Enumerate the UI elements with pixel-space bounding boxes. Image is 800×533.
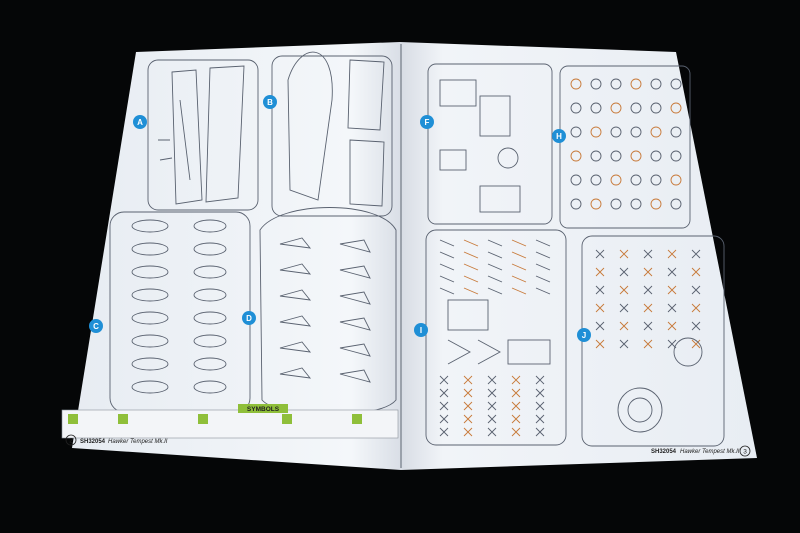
svg-text:D: D <box>246 314 252 323</box>
sprue-label-j: J <box>577 328 591 342</box>
sprue-d <box>259 207 397 416</box>
left-footer-title: Hawker Tempest Mk.II <box>108 439 168 445</box>
sprue-i <box>425 229 567 446</box>
svg-text:B: B <box>267 98 273 107</box>
svg-text:C: C <box>93 322 99 331</box>
svg-text:H: H <box>556 132 562 141</box>
left-page <box>72 42 401 470</box>
right-footer: SH32054 Hawker Tempest Mk.II 3 <box>651 445 751 457</box>
sprue-j <box>581 235 725 447</box>
sprue-c <box>109 211 251 413</box>
svg-text:I: I <box>420 326 422 335</box>
right-page-number: 3 <box>743 449 747 456</box>
sprue-a <box>147 59 259 211</box>
sprue-label-f: F <box>420 115 434 129</box>
left-footer: 2 SH32054 Hawker Tempest Mk.II <box>65 434 168 446</box>
sprue-label-a: A <box>133 115 147 129</box>
right-page <box>400 42 757 470</box>
svg-text:A: A <box>137 118 143 127</box>
sprue-label-c: C <box>89 319 103 333</box>
svg-text:F: F <box>425 118 430 127</box>
svg-text:J: J <box>582 331 586 340</box>
sprue-label-b: B <box>263 95 277 109</box>
left-footer-code: SH32054 <box>80 439 106 445</box>
sprue-h <box>559 65 691 229</box>
left-page-number: 2 <box>69 438 73 445</box>
sprue-b <box>271 51 393 217</box>
right-footer-title: Hawker Tempest Mk.II <box>680 449 740 455</box>
sprue-label-i: I <box>414 323 428 337</box>
symbols-heading: SYMBOLS <box>247 406 280 413</box>
sprue-f <box>427 63 553 225</box>
sprue-badges: A B C D F H I J <box>89 95 591 342</box>
sprue-label-d: D <box>242 311 256 325</box>
sprue-label-h: H <box>552 129 566 143</box>
symbols-legend: SYMBOLS <box>61 404 399 439</box>
right-footer-code: SH32054 <box>651 449 677 455</box>
